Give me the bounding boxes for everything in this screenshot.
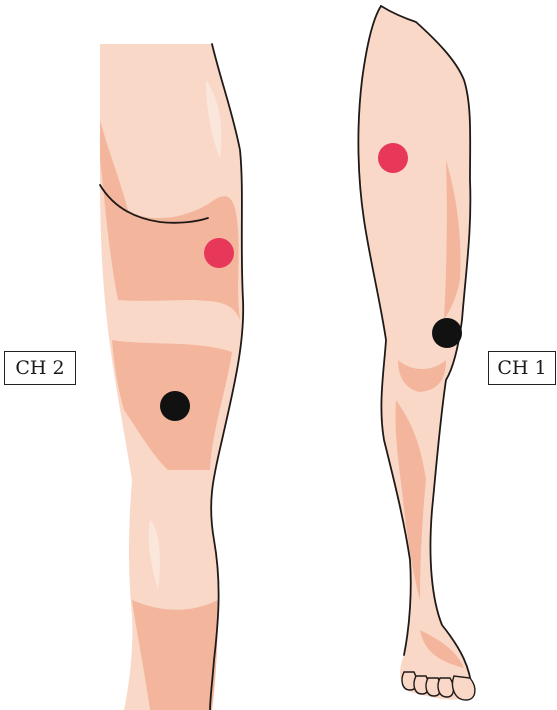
channel-2-label: CH 2: [4, 351, 76, 385]
right-leg-active-electrode: [378, 143, 408, 173]
channel-1-label: CH 1: [488, 351, 556, 385]
left-leg: [100, 44, 243, 710]
right-toe: [438, 678, 453, 697]
right-leg: [358, 6, 475, 700]
left-leg-active-electrode: [204, 238, 234, 268]
right-leg-reference-electrode: [432, 318, 462, 348]
left-leg-reference-electrode: [160, 391, 190, 421]
right-leg-skin: [358, 6, 472, 700]
